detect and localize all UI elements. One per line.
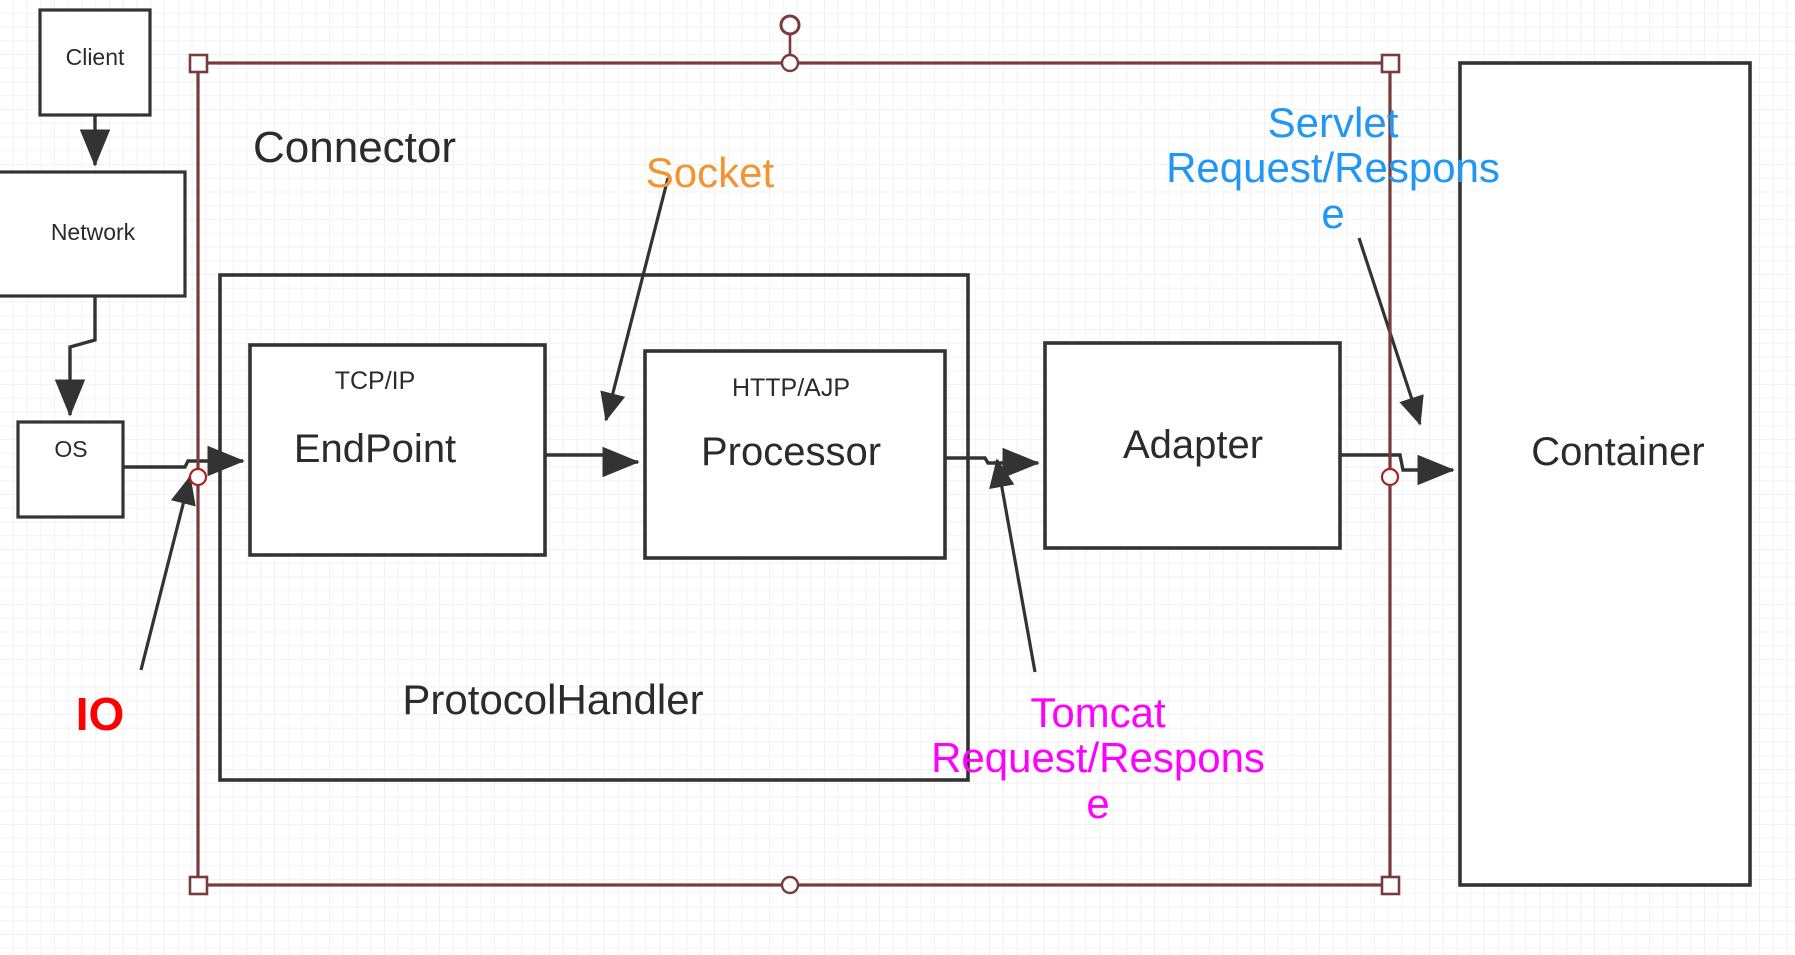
handle-left-mid[interactable]: [188, 467, 208, 487]
connector-adapter-to-container[interactable]: [1340, 453, 1455, 486]
connector-processor-to-adapter[interactable]: [945, 447, 1040, 479]
handle-bottom-mid[interactable]: [780, 875, 800, 895]
box-adapter[interactable]: [1043, 341, 1342, 550]
leader-socket-to-processor: [600, 177, 670, 422]
leader-io-to-connector: [139, 475, 196, 671]
rotate-handle-icon[interactable]: [779, 14, 801, 36]
handle-bottom-right[interactable]: [1380, 875, 1401, 896]
box-client[interactable]: [38, 8, 152, 117]
leader-tomcat-to-adapter: [989, 458, 1037, 673]
connector-network-to-os[interactable]: [54, 296, 97, 417]
box-endpoint[interactable]: [248, 343, 547, 557]
box-protocolhandler[interactable]: [218, 273, 970, 782]
box-container[interactable]: [1458, 61, 1752, 887]
handle-top-mid[interactable]: [780, 53, 800, 73]
connector-endpoint-to-processor[interactable]: [545, 446, 640, 478]
connector-os-to-endpoint[interactable]: [123, 445, 245, 477]
selection-overlay[interactable]: [188, 14, 1401, 896]
handle-top-left[interactable]: [188, 53, 209, 74]
handle-right-mid[interactable]: [1380, 467, 1400, 487]
box-os[interactable]: [16, 420, 125, 519]
box-processor[interactable]: [643, 349, 947, 560]
handle-bottom-left[interactable]: [188, 875, 209, 896]
handle-top-right[interactable]: [1380, 53, 1401, 74]
box-network[interactable]: [0, 170, 187, 298]
